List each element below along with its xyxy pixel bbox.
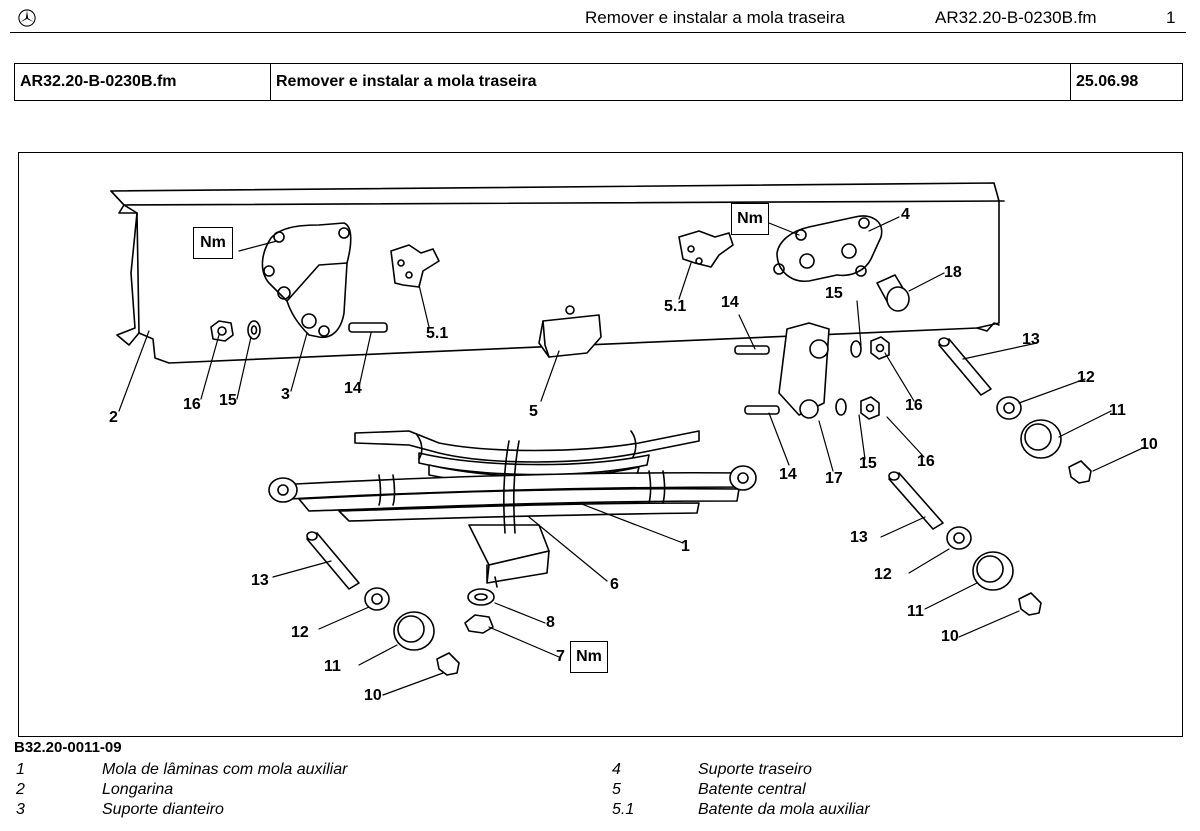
callout-6: 6 — [610, 576, 619, 593]
callout-leader-lines — [118, 216, 1146, 696]
callout-5: 5 — [529, 403, 538, 420]
callout-12-rear-lower: 12 — [874, 566, 892, 583]
callout-14-rear-upper: 14 — [721, 294, 739, 311]
legend-text: Batente da mola auxiliar — [698, 801, 870, 818]
mercedes-star-icon — [18, 9, 36, 27]
torque-box-rear-bracket: Nm — [731, 203, 769, 235]
doc-file-cell: AR32.20-B-0230B.fm — [15, 64, 271, 100]
central-stop — [538, 305, 602, 358]
callout-15-rear-lower: 15 — [859, 455, 877, 472]
front-nut-washer — [210, 320, 261, 342]
legend-text: Batente central — [698, 781, 806, 798]
legend-number: 4 — [612, 761, 621, 778]
rear-bracket — [773, 215, 883, 282]
callout-13-rear-upper: 13 — [1022, 331, 1040, 348]
document-info-table: AR32.20-B-0230B.fm Remover e instalar a … — [14, 63, 1183, 101]
legend-number: 5 — [612, 781, 621, 798]
callout-7: 7 — [556, 648, 565, 665]
callout-11-rear-lower: 11 — [907, 603, 924, 620]
callout-16-front: 16 — [183, 396, 201, 413]
callout-5-1-rear: 5.1 — [664, 298, 687, 315]
page-number: 1 — [1166, 8, 1176, 27]
callout-12-front: 12 — [291, 624, 309, 641]
running-header: Remover e instalar a mola traseira AR32.… — [0, 0, 1200, 34]
callout-14-rear-lower: 14 — [779, 466, 797, 483]
callout-10-rear-lower: 10 — [941, 628, 959, 645]
header-title: Remover e instalar a mola traseira — [585, 8, 845, 27]
callout-12-rear-upper: 12 — [1077, 369, 1095, 386]
rear-nut-washer-lower — [835, 396, 880, 420]
exploded-view-figure: Nm Nm Nm 1 2 3 4 5 5.1 5.1 6 7 8 10 10 1… — [18, 152, 1183, 737]
torque-box-front-bracket: Nm — [193, 227, 233, 259]
callout-15-front: 15 — [219, 392, 237, 409]
callout-11-rear-upper: 11 — [1109, 402, 1126, 419]
aux-spring-stop-front — [390, 244, 440, 288]
spring-pin-set-rear-lower — [888, 471, 1042, 616]
doc-date-cell: 25.06.98 — [1076, 73, 1139, 90]
header-file-name: AR32.20-B-0230B.fm — [935, 8, 1097, 27]
spring-pin-set-front — [306, 531, 460, 676]
legend-number: 3 — [16, 801, 25, 818]
aux-spring-stop-rear — [678, 230, 734, 268]
header-divider — [10, 32, 1186, 33]
leaf-spring-assembly — [268, 430, 757, 588]
callout-10-front: 10 — [364, 687, 382, 704]
rubber-bump — [876, 274, 910, 312]
callout-5-1-front: 5.1 — [426, 325, 449, 342]
legend-number: 1 — [16, 761, 25, 778]
callout-1: 1 — [681, 538, 690, 555]
stud-bolts — [348, 322, 780, 415]
callout-2: 2 — [109, 409, 118, 426]
callout-8: 8 — [546, 614, 555, 631]
callout-14-front: 14 — [344, 380, 362, 397]
callout-3: 3 — [281, 386, 290, 403]
figure-code: B32.20-0011-09 — [14, 739, 122, 756]
rear-nut-washer-upper — [850, 336, 890, 360]
callout-13-rear-lower: 13 — [850, 529, 868, 546]
legend-text: Mola de lâminas com mola auxiliar — [102, 761, 348, 778]
callout-17: 17 — [825, 470, 843, 487]
callout-16-rear-upper: 16 — [905, 397, 923, 414]
spring-shackle — [778, 322, 830, 419]
front-bracket — [261, 222, 352, 339]
legend-text: Suporte dianteiro — [102, 801, 224, 818]
exploded-view-drawing — [110, 182, 1146, 696]
torque-box-center-nut: Nm — [570, 641, 608, 673]
legend-text: Suporte traseiro — [698, 761, 812, 778]
callout-4: 4 — [901, 206, 910, 223]
spring-pin-set-rear-upper — [938, 337, 1092, 484]
legend-number: 2 — [16, 781, 25, 798]
legend-number: 5.1 — [612, 801, 635, 818]
callout-11-front: 11 — [324, 658, 341, 675]
center-bolt-nut-washer — [464, 588, 495, 634]
callout-16-rear-lower: 16 — [917, 453, 935, 470]
callout-18: 18 — [944, 264, 962, 281]
doc-title-cell: Remover e instalar a mola traseira — [271, 64, 1071, 100]
callout-13-front: 13 — [251, 572, 269, 589]
legend-text: Longarina — [102, 781, 174, 798]
callout-10-rear-upper: 10 — [1140, 436, 1158, 453]
callout-15-rear-upper: 15 — [825, 285, 843, 302]
